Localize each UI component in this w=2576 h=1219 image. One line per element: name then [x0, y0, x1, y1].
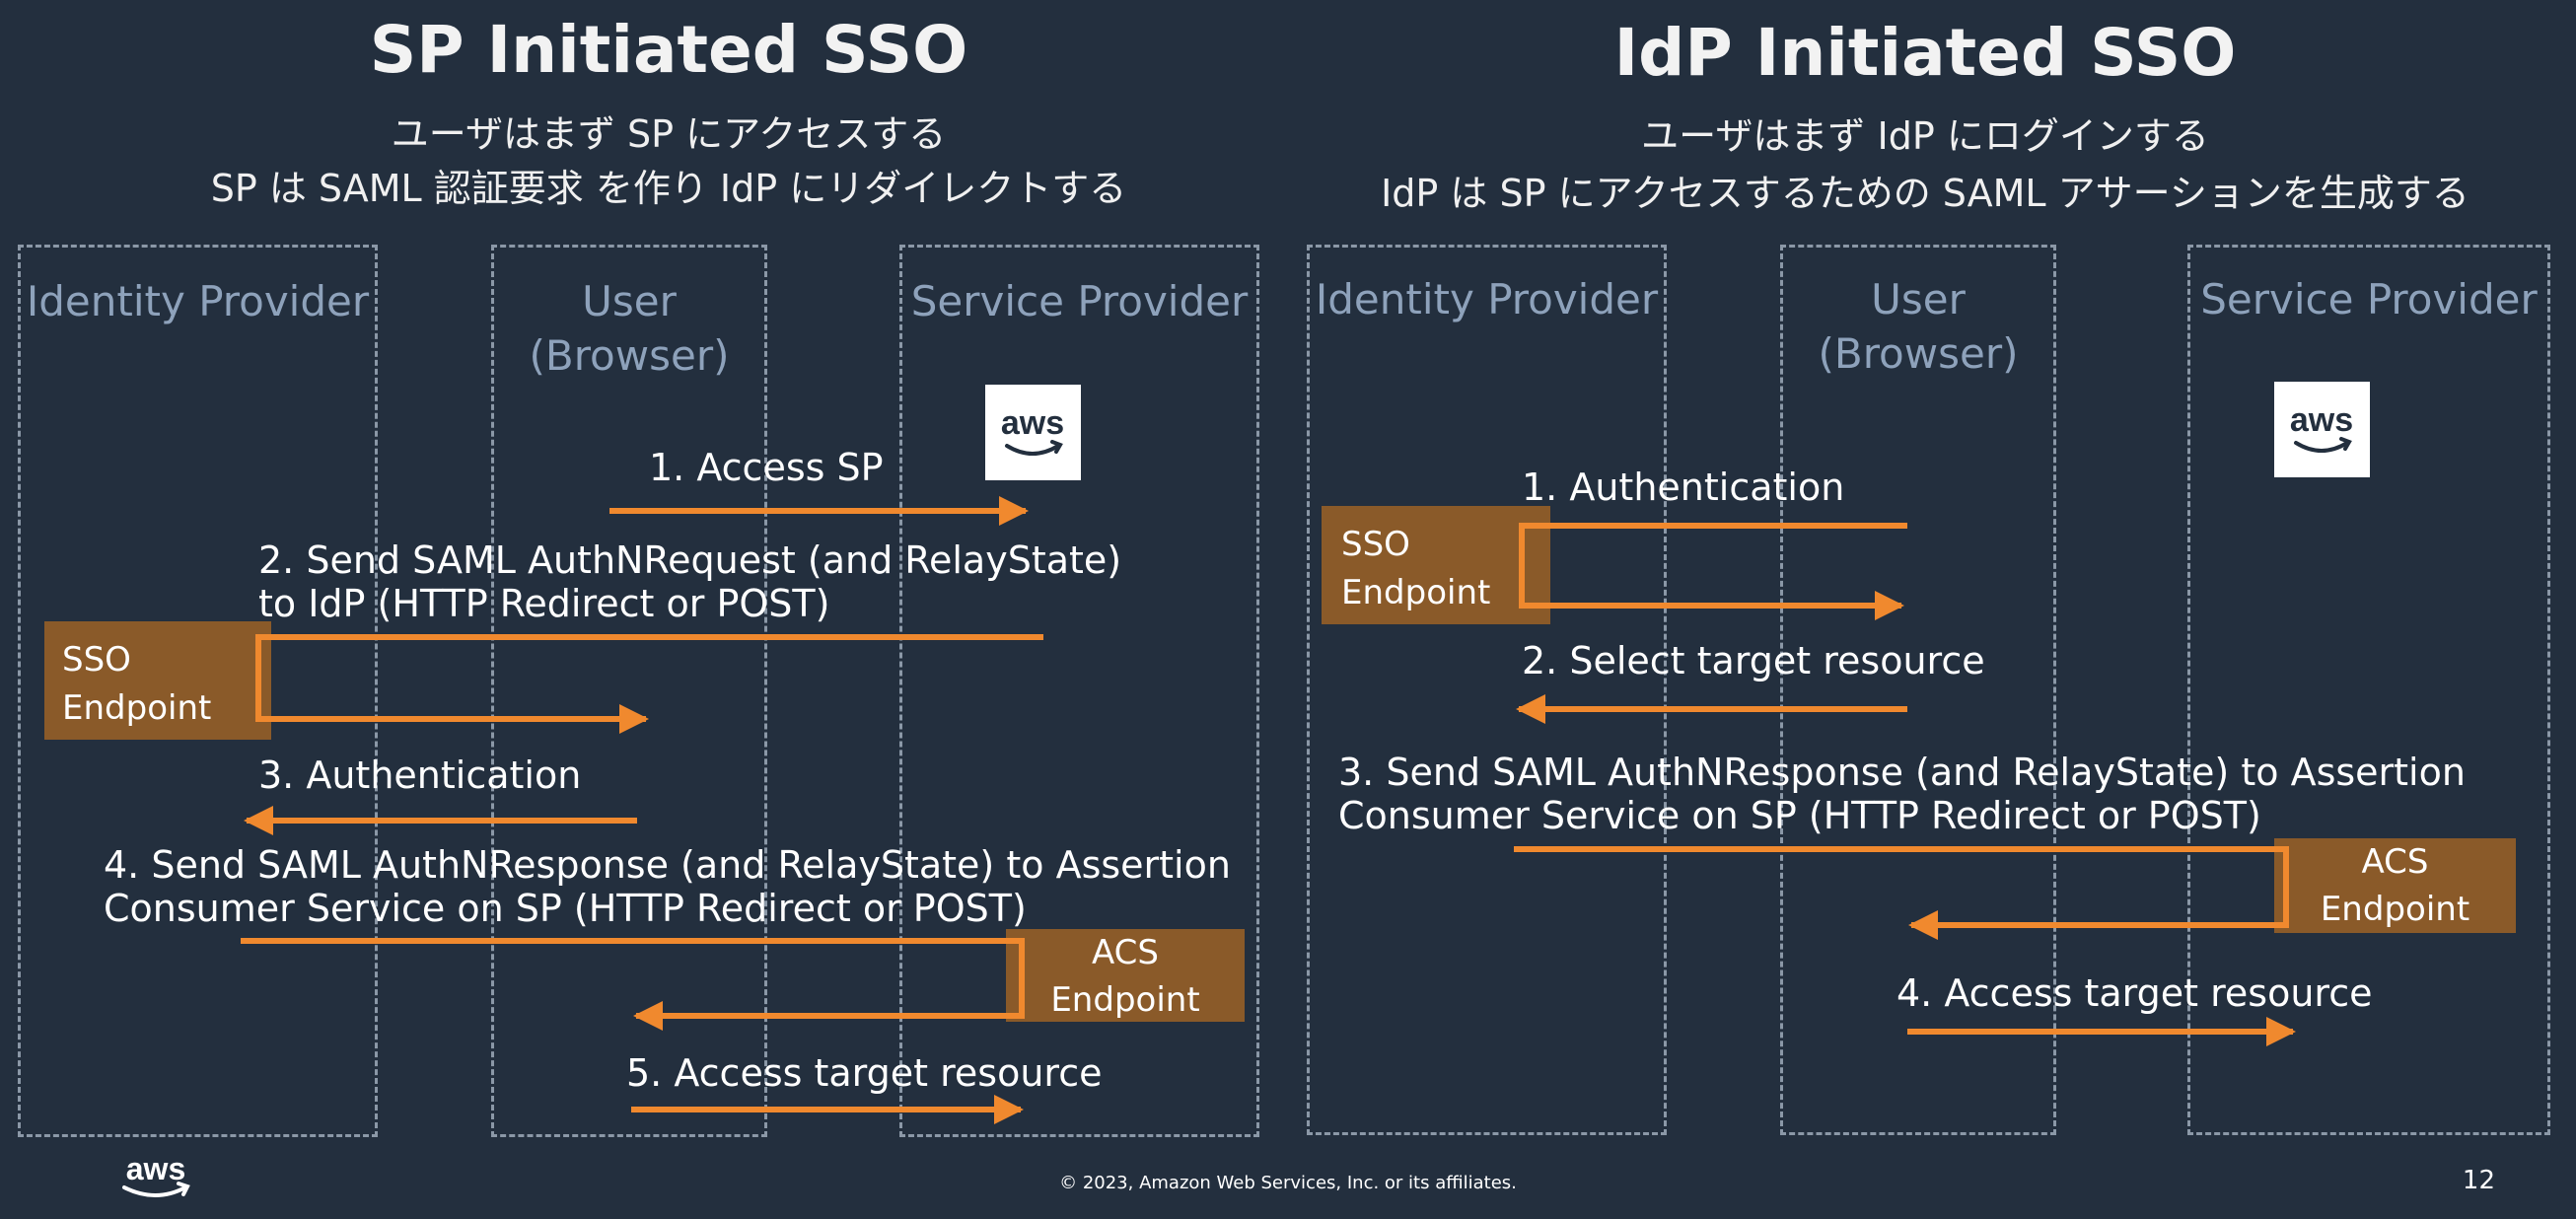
sp-initiated-title: SP Initiated SSO — [369, 12, 968, 88]
idp-initiated-subtitle-1: ユーザはまず IdP にログインする — [1641, 114, 2209, 158]
page-number: 12 — [2462, 1166, 2495, 1195]
lane-service-provider — [2187, 245, 2550, 1135]
aws-logo-icon: aws — [985, 385, 1081, 480]
lane-label-identity-provider: Identity Provider — [1315, 275, 1659, 323]
arrow-step-4 — [241, 938, 1025, 1031]
step-4-send-authn-response: 4. Send SAML AuthNResponse (and RelaySta… — [104, 843, 1231, 930]
sp-initiated-subtitle-1: ユーザはまず SP にアクセスする — [391, 112, 947, 156]
lane-identity-provider — [1307, 245, 1667, 1135]
arrow-step-1 — [1519, 523, 1907, 620]
lane-service-provider — [899, 245, 1259, 1137]
lane-label-user-browser: User (Browser) — [1818, 275, 2019, 378]
step-3-send-authn-response: 3. Send SAML AuthNResponse (and RelaySta… — [1338, 751, 2466, 837]
sp-initiated-subtitle-2: SP は SAML 認証要求 を作り IdP にリダイレクトする — [210, 167, 1127, 210]
step-2-send-authn-request: 2. Send SAML AuthNRequest (and RelayStat… — [258, 538, 1122, 625]
svg-text:aws: aws — [126, 1151, 185, 1186]
step-1-access-sp: 1. Access SP — [649, 446, 884, 489]
svg-text:aws: aws — [2290, 401, 2353, 439]
lane-user-browser — [1780, 245, 2056, 1135]
lane-label-user-browser: User (Browser) — [529, 277, 730, 380]
footer-aws-logo-icon: aws — [116, 1150, 195, 1209]
idp-initiated-subtitle-2: IdP は SP にアクセスするための SAML アサーションを生成する — [1381, 172, 2469, 215]
idp-initiated-title: IdP Initiated SSO — [1613, 15, 2237, 91]
aws-logo-icon: aws — [2274, 382, 2370, 477]
step-1-authentication: 1. Authentication — [1522, 466, 1845, 509]
arrow-step-2 — [255, 634, 1043, 734]
svg-text:aws: aws — [1001, 404, 1064, 442]
lane-identity-provider — [18, 245, 378, 1137]
lane-label-identity-provider: Identity Provider — [26, 277, 370, 325]
acs-endpoint-box: ACS Endpoint — [2274, 838, 2516, 933]
step-5-access-target-resource: 5. Access target resource — [626, 1051, 1103, 1095]
lane-label-service-provider: Service Provider — [910, 277, 1249, 325]
acs-endpoint-box: ACS Endpoint — [1006, 929, 1245, 1022]
copyright-text: © 2023, Amazon Web Services, Inc. or its… — [1059, 1173, 1517, 1193]
lane-label-service-provider: Service Provider — [2200, 275, 2538, 323]
sso-endpoint-box: SSO Endpoint — [44, 621, 271, 740]
lane-user-browser — [491, 245, 767, 1137]
sso-endpoint-box: SSO Endpoint — [1322, 506, 1550, 624]
step-4-access-target-resource: 4. Access target resource — [1896, 971, 2373, 1015]
step-3-authentication: 3. Authentication — [258, 753, 582, 797]
arrow-step-3 — [1514, 846, 2289, 940]
step-2-select-target-resource: 2. Select target resource — [1522, 639, 1985, 682]
